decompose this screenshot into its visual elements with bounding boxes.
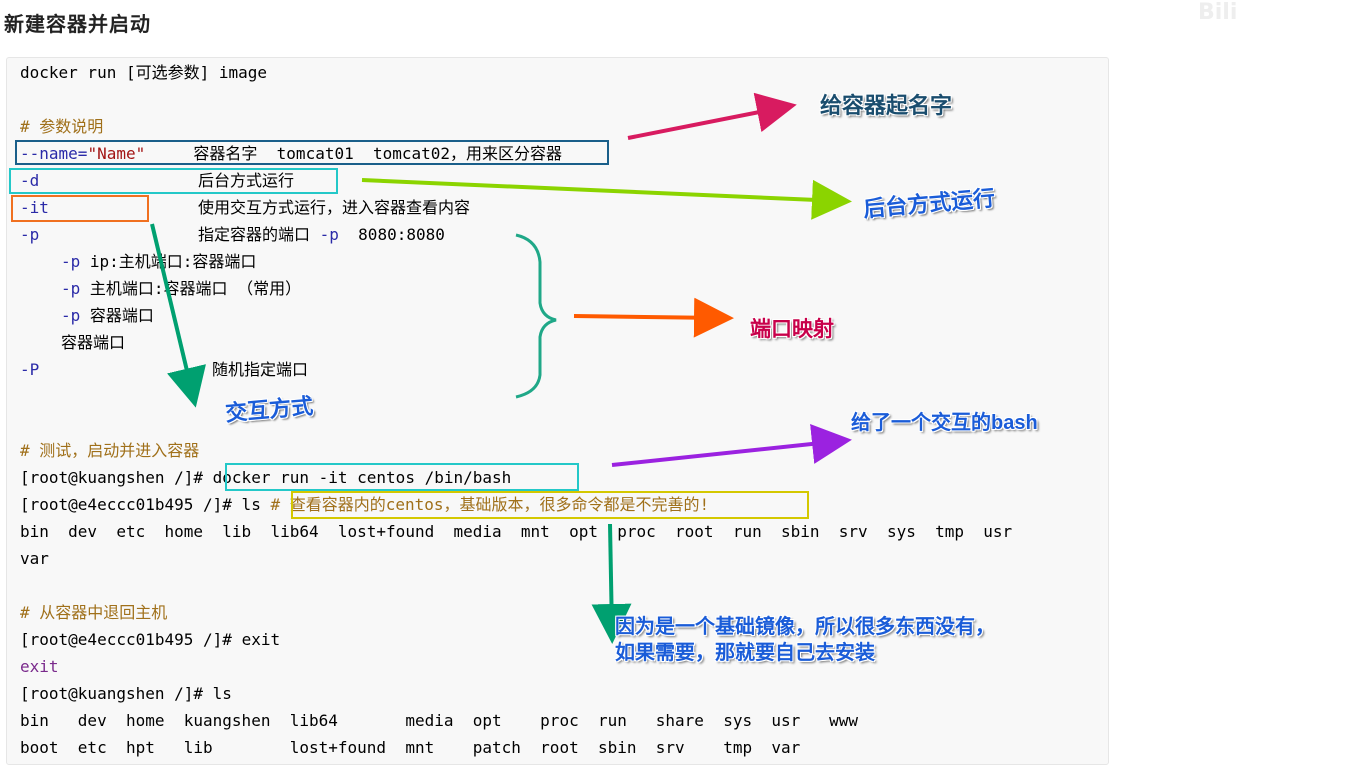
watermark: Bili	[1198, 0, 1238, 25]
name-highlight-frame	[15, 140, 609, 165]
note-name: 给容器起名字	[820, 93, 953, 118]
code-line: bin dev home kuangshen lib64 media opt p…	[20, 711, 859, 730]
arrow-to-port-note	[573, 297, 734, 338]
arrow-to-base-image-note	[591, 523, 632, 644]
code-line: var	[20, 549, 49, 568]
comment-highlight-frame	[291, 491, 809, 519]
code-line: docker run [可选参数] image	[20, 63, 268, 82]
code-line: -P	[20, 360, 40, 379]
command-highlight-frame	[225, 463, 579, 491]
page-title: 新建容器并启动	[4, 12, 151, 36]
code-line: -it	[20, 198, 49, 217]
code-block[interactable]	[6, 57, 1109, 765]
code-line: -p 主机端口:容器端口 （常用）	[61, 279, 302, 298]
code-line-desc: 使用交互方式运行，进入容器查看内容	[198, 198, 471, 217]
code-line: -p ip:主机端口:容器端口	[61, 252, 257, 271]
code-line: -p 容器端口	[61, 306, 154, 325]
code-line: 容器端口	[61, 333, 126, 352]
interactive-highlight-frame	[11, 195, 149, 222]
code-line: -p	[20, 225, 40, 244]
code-line: [root@e4eccc01b495 /]# exit	[20, 630, 281, 649]
code-line: boot etc hpt lib lost+found mnt patch ro…	[20, 738, 801, 757]
detach-highlight-frame	[9, 168, 338, 194]
code-line: exit	[20, 657, 59, 676]
code-line: bin dev etc home lib lib64 lost+found me…	[20, 522, 1013, 541]
code-line: [root@kuangshen /]# docker run -it cento…	[20, 468, 512, 487]
note-base-image-line2: 如果需要，那就要自己去安装	[615, 642, 875, 664]
arrow-to-name-note	[627, 92, 797, 140]
code-line: -d	[20, 171, 40, 190]
code-comment: # 测试，启动并进入容器	[20, 441, 200, 460]
code-line: --name="Name" 容器名字 tomcat01 tomcat02，用来区…	[20, 144, 563, 163]
code-line: [root@e4eccc01b495 /]# ls # 查看容器内的centos…	[20, 495, 710, 514]
arrow-to-interactive-note	[150, 223, 206, 408]
code-comment: # 参数说明	[20, 117, 104, 136]
code-line: [root@kuangshen /]# ls	[20, 684, 232, 703]
arrow-to-bash-note	[611, 424, 852, 467]
note-base-image-line1: 因为是一个基础镜像，所以很多东西没有，	[615, 616, 995, 638]
note-bash: 给了一个交互的bash	[851, 412, 1038, 434]
note-port: 端口映射	[750, 318, 834, 341]
port-brace	[515, 233, 557, 399]
code-comment: # 从容器中退回主机	[20, 603, 168, 622]
arrow-to-detach-note	[361, 178, 852, 220]
code-line-desc: 随机指定端口	[212, 360, 309, 379]
code-line-desc: 指定容器的端口 -p 8080:8080	[198, 225, 445, 244]
code-line-desc: 后台方式运行	[198, 171, 295, 190]
